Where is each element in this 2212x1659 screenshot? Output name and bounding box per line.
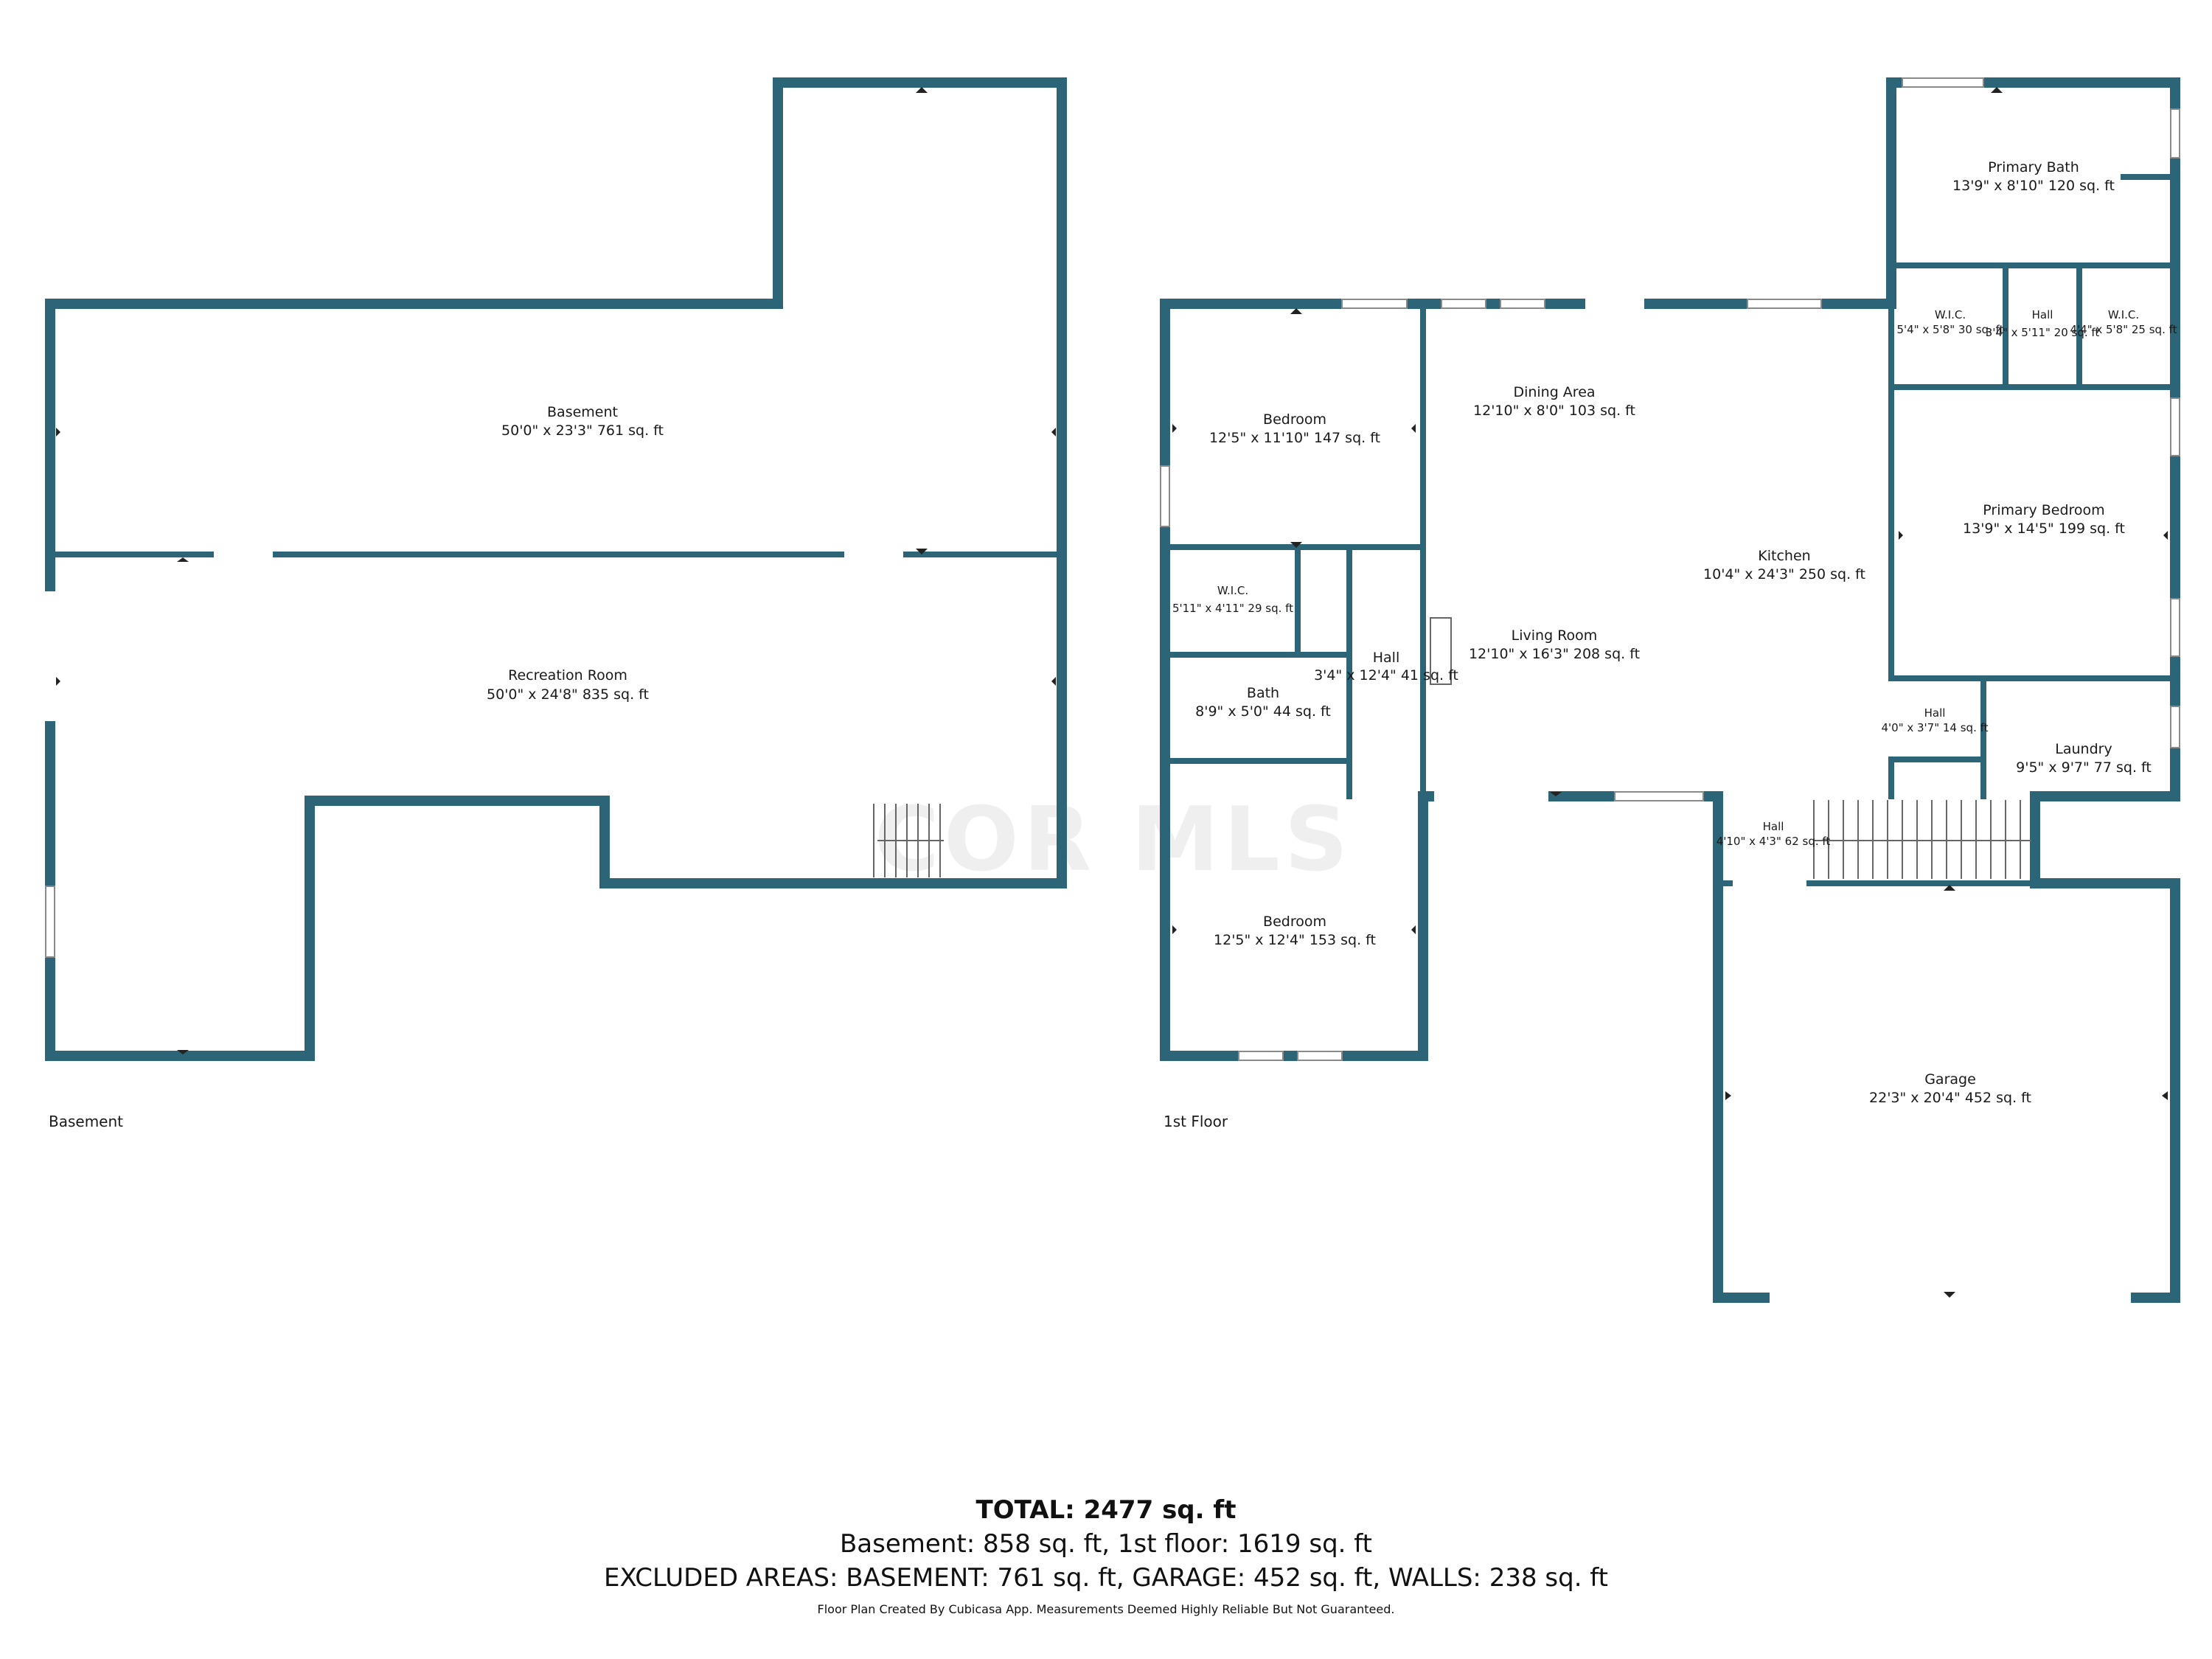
room-dims-hall-laundry: 4'0" x 3'7" 14 sq. ft — [1881, 721, 1988, 734]
room-name-recreation-room: Recreation Room — [508, 667, 627, 684]
room-dims-living-room: 12'10" x 16'3" 208 sq. ft — [1469, 646, 1640, 662]
room-dims-primary-bedroom: 13'9" x 14'5" 199 sq. ft — [1963, 521, 2125, 537]
room-dims-kitchen: 10'4" x 24'3" 250 sq. ft — [1703, 566, 1865, 582]
floor-areas: Basement: 858 sq. ft, 1st floor: 1619 sq… — [839, 1529, 1372, 1559]
floor-label-basement: Basement — [49, 1113, 123, 1130]
room-name-wic-3: W.I.C. — [1217, 584, 1248, 597]
room-name-bedroom-2: Bedroom — [1263, 914, 1326, 930]
room-dims-hall-center: 3'4" x 12'4" 41 sq. ft — [1314, 667, 1458, 684]
room-name-laundry: Laundry — [2055, 741, 2112, 757]
room-name-kitchen: Kitchen — [1758, 548, 1810, 564]
room-name-primary-bath: Primary Bath — [1988, 159, 2079, 175]
room-name-bedroom-1: Bedroom — [1263, 411, 1326, 428]
room-dims-primary-bath: 13'9" x 8'10" 120 sq. ft — [1952, 178, 2115, 194]
room-name-hall-primary: Hall — [2032, 308, 2053, 321]
basement-plan: Basement 50'0" x 23'3" 761 sq. ft Recrea… — [43, 77, 1067, 1130]
fireplace-icon — [1430, 617, 1452, 685]
room-dims-recreation-room: 50'0" x 24'8" 835 sq. ft — [487, 686, 649, 703]
room-name-bath: Bath — [1247, 685, 1279, 701]
total-area: TOTAL: 2477 sq. ft — [975, 1495, 1237, 1525]
room-name-hall-stairs: Hall — [1763, 820, 1784, 833]
room-dims-dining-area: 12'10" x 8'0" 103 sq. ft — [1473, 403, 1635, 419]
first-floor-plan: Primary Bath 13'9" x 8'10" 120 sq. ft W.… — [1160, 77, 2180, 1305]
room-dims-bedroom-2: 12'5" x 12'4" 153 sq. ft — [1214, 932, 1376, 948]
room-name-basement: Basement — [547, 404, 618, 420]
room-name-hall-center: Hall — [1373, 650, 1400, 666]
basement-stairs — [873, 804, 944, 877]
floor-label-1st-floor: 1st Floor — [1164, 1113, 1228, 1130]
room-name-wic-1: W.I.C. — [1935, 308, 1966, 321]
room-dims-garage: 22'3" x 20'4" 452 sq. ft — [1869, 1090, 2031, 1106]
room-dims-bath: 8'9" x 5'0" 44 sq. ft — [1195, 703, 1331, 720]
room-name-dining-area: Dining Area — [1513, 384, 1595, 400]
room-dims-wic-1: 5'4" x 5'8" 30 sq. ft — [1896, 323, 2003, 336]
watermark: COR MLS — [874, 789, 1353, 891]
area-summary: TOTAL: 2477 sq. ft Basement: 858 sq. ft,… — [0, 1493, 2212, 1624]
room-dims-hall-stairs: 4'10" x 4'3" 62 sq. ft — [1717, 835, 1831, 848]
room-name-primary-bedroom: Primary Bedroom — [1983, 502, 2104, 518]
room-name-wic-2: W.I.C. — [2108, 308, 2139, 321]
disclaimer-footnote: Floor Plan Created By Cubicasa App. Meas… — [817, 1602, 1395, 1616]
first-floor-stairs — [1813, 800, 2031, 879]
room-dims-laundry: 9'5" x 9'7" 77 sq. ft — [2016, 759, 2152, 776]
excluded-areas: EXCLUDED AREAS: BASEMENT: 761 sq. ft, GA… — [603, 1563, 1609, 1593]
room-dims-wic-3: 5'11" x 4'11" 29 sq. ft — [1172, 602, 1293, 615]
room-dims-bedroom-1: 12'5" x 11'10" 147 sq. ft — [1209, 430, 1380, 446]
room-name-garage: Garage — [1924, 1071, 1976, 1088]
room-name-living-room: Living Room — [1512, 627, 1598, 644]
room-name-hall-laundry: Hall — [1924, 706, 1946, 720]
room-dims-basement: 50'0" x 23'3" 761 sq. ft — [501, 422, 664, 439]
room-dims-hall-primary: 3'4" x 5'11" 20 sq. ft — [1986, 326, 2100, 339]
room-dims-wic-2: 4'4" x 5'8" 25 sq. ft — [2070, 323, 2177, 336]
